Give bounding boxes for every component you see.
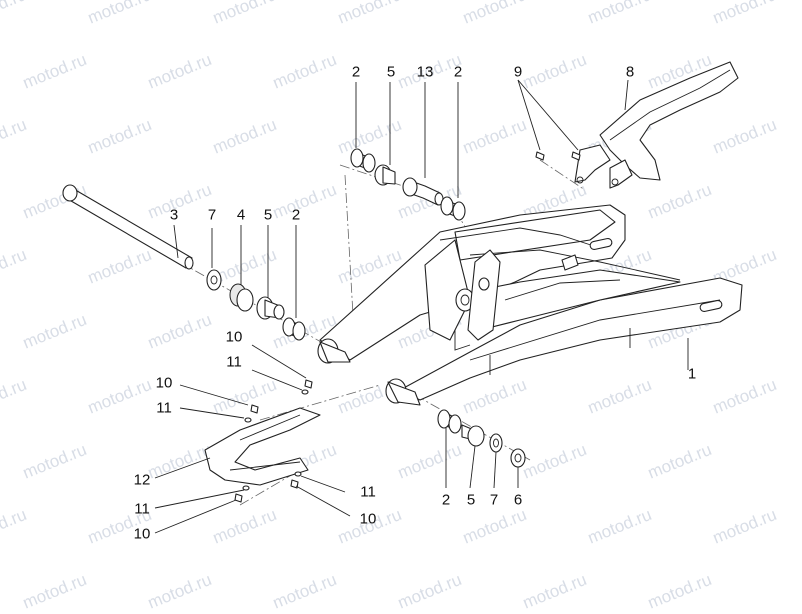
callout-10-b: 10 xyxy=(155,374,173,392)
leader-lines xyxy=(154,79,689,534)
chain-guard xyxy=(574,61,739,189)
pivot-axle xyxy=(62,184,194,270)
guard-screws xyxy=(535,151,581,161)
flanged-bushing-left xyxy=(256,296,285,320)
callout-10-c: 10 xyxy=(133,525,151,543)
needle-bearing-left xyxy=(282,317,306,341)
callout-5-top: 5 xyxy=(386,63,396,81)
callout-7-bottom: 7 xyxy=(489,491,499,509)
callout-2-bottom: 2 xyxy=(441,491,451,509)
callout-8: 8 xyxy=(625,63,635,81)
callout-13: 13 xyxy=(416,63,434,81)
callout-10-d: 10 xyxy=(359,510,377,528)
washer-left xyxy=(206,269,222,291)
callout-5-left: 5 xyxy=(263,206,273,224)
callout-2-top-right: 2 xyxy=(453,63,463,81)
callout-2-top-left: 2 xyxy=(351,63,361,81)
callout-10-a: 10 xyxy=(225,328,243,346)
callout-4: 4 xyxy=(236,206,246,224)
callout-1: 1 xyxy=(687,365,697,383)
callout-7-left: 7 xyxy=(207,206,217,224)
callout-11-d: 11 xyxy=(360,483,376,501)
callout-12: 12 xyxy=(133,471,151,489)
swingarm xyxy=(317,204,743,406)
callout-5-bottom: 5 xyxy=(466,491,476,509)
callout-2-left: 2 xyxy=(291,206,301,224)
callout-11-b: 11 xyxy=(156,399,172,417)
slider-fasteners xyxy=(234,379,313,503)
lower-bearing-set xyxy=(437,409,526,468)
bushing-left xyxy=(229,283,254,312)
callout-9: 9 xyxy=(513,63,523,81)
top-bearing-set xyxy=(350,148,466,221)
callout-11-c: 11 xyxy=(134,500,150,518)
callout-6: 6 xyxy=(513,491,523,509)
callout-3: 3 xyxy=(169,206,179,224)
callout-11-a: 11 xyxy=(226,353,242,371)
chain-slider xyxy=(204,407,321,486)
